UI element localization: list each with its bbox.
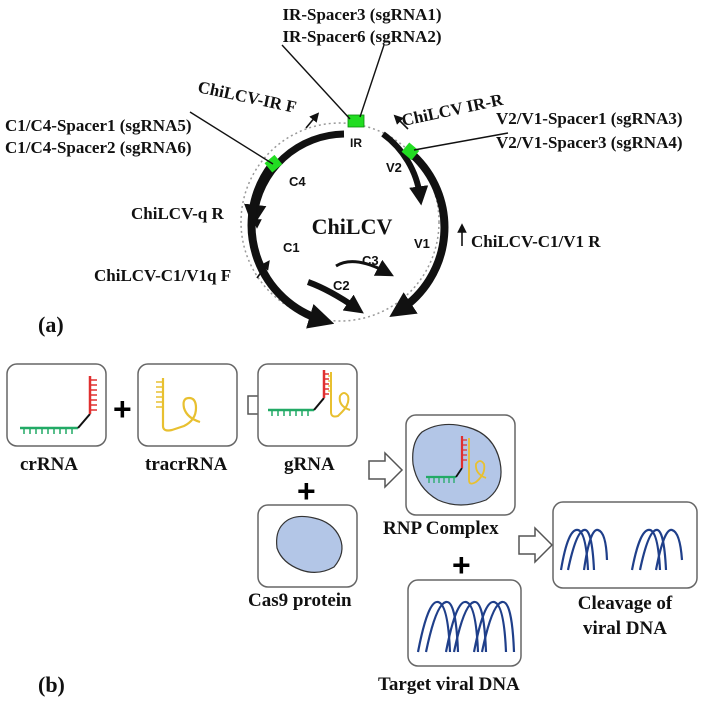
spacer-label-c-1: C1/C4-Spacer1 (sgRNA5) (5, 116, 192, 135)
gene-label-c2: C2 (333, 278, 350, 293)
gene-arrow-v2 (381, 131, 429, 206)
crrna-molecule (20, 376, 97, 434)
spacer-label-ir-1: IR-Spacer3 (sgRNA1) (282, 5, 441, 24)
label-grna: gRNA (284, 454, 335, 475)
gene-arrow-v1 (389, 152, 449, 318)
spacer-label-v-1: V2/V1-Spacer1 (sgRNA3) (496, 109, 683, 128)
primer-label-ir-f: ChiLCV-IR F (196, 77, 298, 116)
plus-sign-1: + (113, 391, 132, 427)
gene-arrow-c3 (335, 259, 394, 277)
rnp-grna-molecule (426, 436, 487, 485)
genome-circle (240, 122, 440, 322)
cleavage-box (552, 501, 698, 589)
primer-label-c1v1q-f: ChiLCV-C1/V1q F (94, 266, 231, 285)
gene-arrow-c1 (247, 162, 335, 329)
gene-label-v1: V1 (414, 236, 430, 251)
gene-label-v2: V2 (386, 160, 402, 175)
primer-arrow-c1v1q-f (256, 260, 270, 279)
panel-a-letter: (a) (38, 312, 64, 337)
rnp-protein-shape (412, 423, 502, 506)
gene-label-c4: C4 (289, 174, 306, 189)
tracrrna-box (137, 363, 238, 447)
target-dna-helix (416, 600, 516, 653)
label-rnp-complex: RNP Complex (383, 518, 499, 539)
panel-a: IR-Spacer3 (sgRNA1) IR-Spacer6 (sgRNA2) … (5, 5, 683, 337)
grna-box (257, 363, 358, 447)
label-crrna: crRNA (20, 454, 78, 475)
panel-b-letter: (b) (38, 672, 65, 697)
genome-name-label: ChiLCV (312, 214, 393, 239)
primer-label-c1v1-r: ChiLCV-C1/V1 R (471, 232, 601, 251)
primer-arrow-ir-f (305, 112, 320, 129)
cleaved-dna-helix (559, 528, 684, 571)
label-cas9-protein: Cas9 protein (248, 590, 352, 611)
spacer-marker-ir (347, 114, 365, 128)
label-cleavage-1: Cleavage of (578, 593, 673, 614)
primer-arrow-ir-r (393, 114, 409, 130)
spacer-label-c-2: C1/C4-Spacer2 (sgRNA6) (5, 138, 192, 157)
leader-c (189, 111, 274, 165)
spacer-label-v-2: V2/V1-Spacer3 (sgRNA4) (496, 133, 683, 152)
spacer-label-ir-2: IR-Spacer6 (sgRNA2) (282, 27, 441, 46)
gene-label-c3: C3 (362, 253, 379, 268)
primer-label-q-r: ChiLCV-q R (131, 204, 224, 223)
label-tracrrna: tracrRNA (145, 454, 228, 475)
gene-label-c1: C1 (283, 240, 300, 255)
plus-sign-2: + (297, 473, 316, 509)
cas9-protein-shape (276, 515, 343, 573)
gene-arrow-c2 (306, 279, 364, 314)
ir-region-label: IR (350, 136, 362, 150)
spacer-marker-c (264, 154, 283, 173)
grna-molecule (268, 370, 351, 418)
leader-ir-left (281, 44, 351, 120)
primer-label-ir-r: ChiLCV IR-R (400, 90, 506, 130)
flow-arrow-3 (518, 526, 554, 564)
spacer-marker-v (401, 142, 420, 161)
label-cleavage-2: viral DNA (583, 618, 667, 639)
plus-sign-3: + (452, 547, 471, 583)
flow-arrow-2 (368, 451, 404, 489)
label-target-dna: Target viral DNA (378, 674, 520, 695)
leader-ir-right (359, 44, 385, 118)
tracrrna-molecule (156, 378, 201, 432)
leader-v (413, 132, 509, 151)
panel-b: + + (6, 363, 698, 697)
